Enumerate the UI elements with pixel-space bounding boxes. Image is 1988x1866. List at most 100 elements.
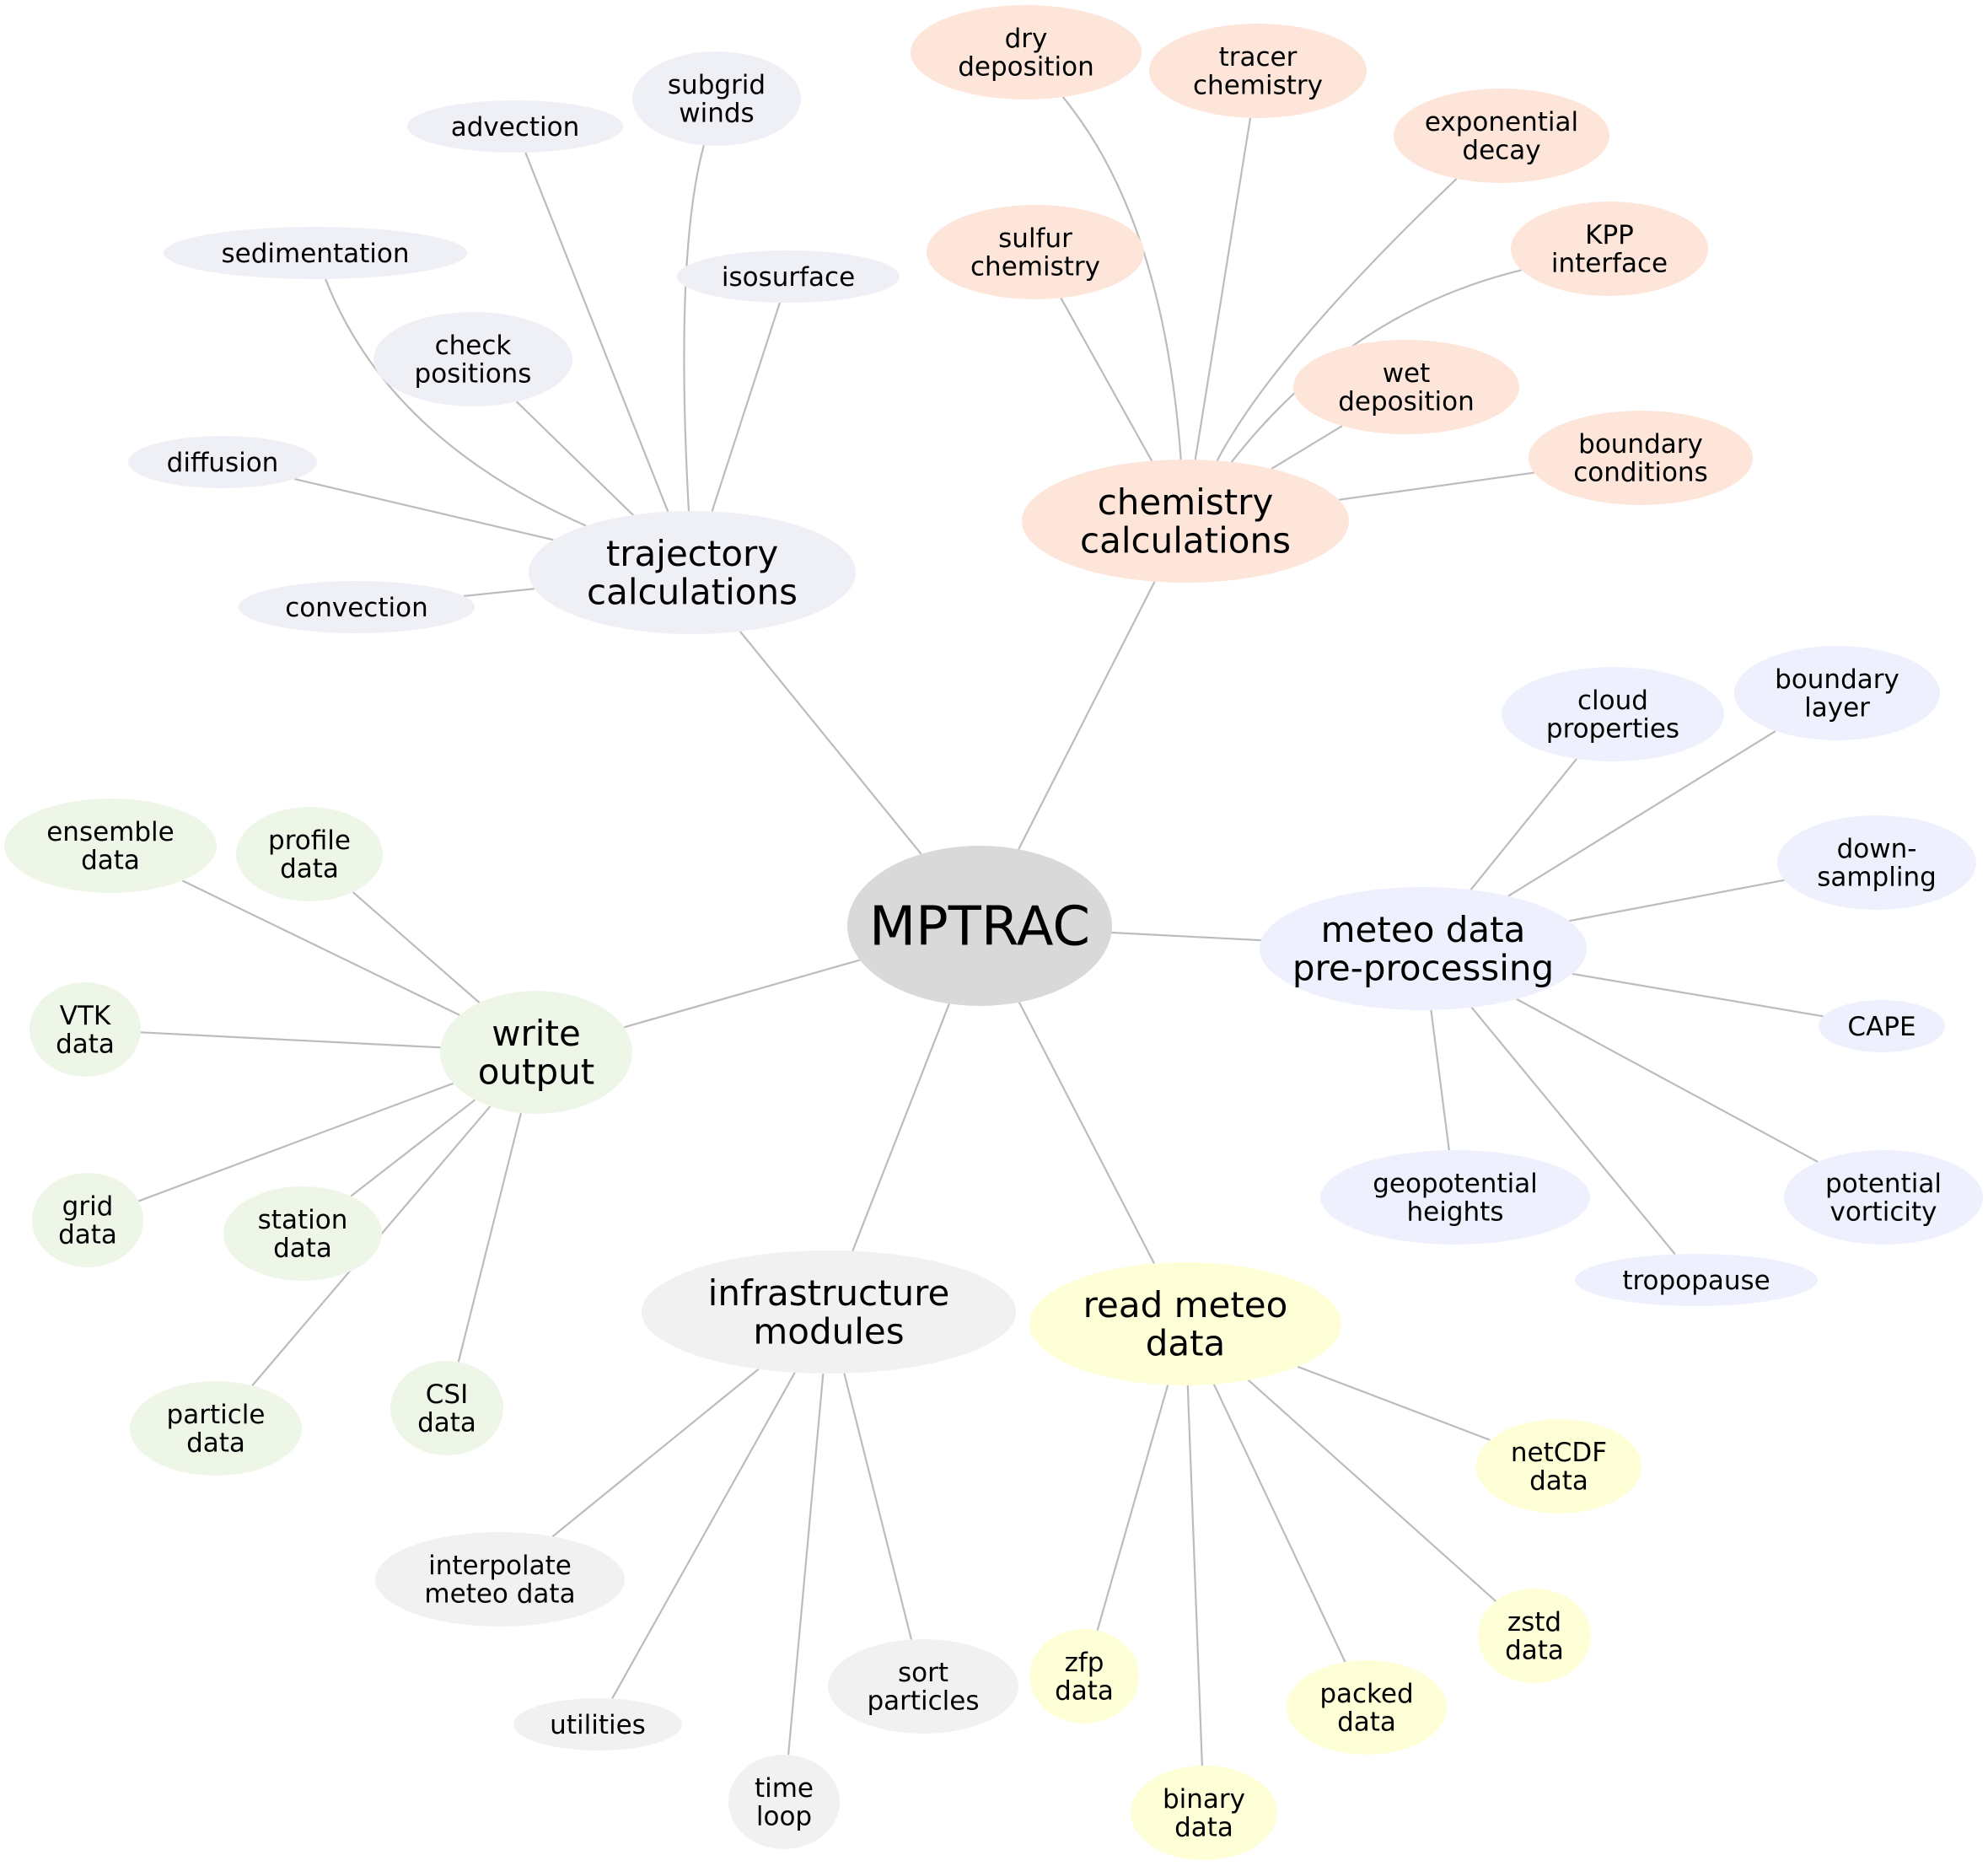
tracer-chemistry-ellipse [1149, 24, 1367, 118]
edge-meteo-preprocessing-to-boundary-layer [1507, 729, 1776, 897]
utilities-label-line: utilities [550, 1710, 646, 1740]
edge-trajectory-to-check-positions [515, 401, 634, 516]
tropopause-ellipse [1575, 1254, 1818, 1306]
leaf-node-convection: convection [239, 581, 475, 633]
kpp-interface-label-line: KPP [1585, 220, 1634, 250]
edge-meteo-preprocessing-to-tropopause [1470, 1007, 1676, 1256]
read-meteo-ellipse [1029, 1262, 1341, 1385]
binary-data-label-line: data [1174, 1813, 1233, 1843]
subgrid-winds-ellipse [632, 51, 801, 146]
grid-data-label-line: data [58, 1220, 117, 1250]
mptrac-ellipse [847, 846, 1112, 1006]
leaf-node-down-sampling: down-sampling [1777, 815, 1976, 910]
write-output-label-line: write [492, 1013, 581, 1054]
edge-mptrac-to-meteo-preprocessing [1111, 931, 1261, 942]
boundary-conditions-ellipse [1529, 411, 1753, 505]
infrastructure-label-line: modules [753, 1310, 904, 1352]
infrastructure-ellipse [642, 1250, 1016, 1374]
check-positions-label-line: positions [415, 359, 532, 390]
read-meteo-label-line: data [1146, 1322, 1226, 1363]
zfp-data-ellipse [1029, 1629, 1139, 1723]
edge-mptrac-to-chemistry [1018, 581, 1156, 850]
wet-deposition-label-line: wet [1383, 358, 1431, 389]
edge-infrastructure-to-time-loop [787, 1373, 825, 1756]
edge-trajectory-to-convection [463, 588, 535, 598]
profile-data-label-line: data [280, 854, 339, 885]
root-node-mptrac: MPTRAC [847, 846, 1112, 1006]
dry-deposition-ellipse [911, 5, 1142, 99]
edge-mptrac-to-infrastructure [852, 1003, 950, 1251]
trajectory-label-line: trajectory [606, 533, 778, 574]
tracer-chemistry-label-line: chemistry [1193, 71, 1323, 101]
exponential-decay-ellipse [1394, 89, 1609, 183]
convection-label-line: convection [285, 593, 428, 623]
packed-data-label-line: packed [1319, 1679, 1413, 1709]
edge-read-meteo-to-netcdf-data [1297, 1365, 1491, 1441]
advection-label-line: advection [451, 112, 580, 143]
packed-data-label-line: data [1337, 1707, 1396, 1738]
particle-data-label-line: data [186, 1428, 245, 1459]
mptrac-label-line: MPTRAC [869, 895, 1090, 958]
edge-write-output-to-ensemble-data [181, 879, 460, 1016]
edge-read-meteo-to-zfp-data [1096, 1385, 1169, 1631]
sort-particles-label-line: sort [898, 1658, 948, 1688]
diffusion-label-line: diffusion [167, 448, 279, 478]
vtk-data-label-line: data [56, 1030, 115, 1060]
station-data-label-line: data [273, 1234, 332, 1264]
netcdf-data-label-line: netCDF [1511, 1438, 1607, 1468]
geopotential-heights-label-line: heights [1407, 1197, 1504, 1228]
kpp-interface-ellipse [1511, 202, 1708, 296]
particle-data-ellipse [130, 1381, 302, 1476]
meteo-preprocessing-label-line: pre-processing [1292, 947, 1554, 988]
dry-deposition-label-line: deposition [958, 52, 1094, 83]
potential-vorticity-ellipse [1784, 1150, 1983, 1245]
wet-deposition-ellipse [1293, 340, 1519, 434]
boundary-layer-ellipse [1734, 646, 1940, 740]
edge-trajectory-to-isosurface [711, 302, 782, 512]
binary-data-label-line: binary [1163, 1784, 1245, 1815]
time-loop-label-line: loop [756, 1802, 812, 1832]
station-data-label-line: station [258, 1205, 348, 1235]
edge-trajectory-to-subgrid-winds [683, 145, 705, 512]
leaf-node-tropopause: tropopause [1575, 1254, 1818, 1306]
edge-chemistry-to-sulfur-chemistry [1060, 297, 1153, 462]
tracer-chemistry-label-line: tracer [1219, 42, 1298, 73]
edge-infrastructure-to-utilities [611, 1372, 796, 1699]
boundary-conditions-label-line: conditions [1573, 458, 1707, 488]
edge-read-meteo-to-binary-data [1186, 1385, 1203, 1767]
edge-mptrac-to-write-output [623, 959, 861, 1029]
dry-deposition-label-line: dry [1005, 24, 1048, 54]
infrastructure-label-line: infrastructure [708, 1272, 950, 1314]
grid-data-label-line: grid [62, 1191, 114, 1222]
cloud-properties-label-line: properties [1546, 714, 1679, 745]
packed-data-ellipse [1287, 1660, 1447, 1755]
leaf-node-advection: advection [407, 100, 623, 153]
sedimentation-ellipse [164, 227, 467, 279]
interpolate-meteo-data-label-line: interpolate [428, 1551, 572, 1581]
edge-write-output-to-grid-data [138, 1082, 454, 1202]
advection-ellipse [407, 100, 623, 153]
geopotential-heights-label-line: geopotential [1373, 1169, 1538, 1199]
exponential-decay-label-line: exponential [1425, 107, 1578, 137]
edge-read-meteo-to-packed-data [1212, 1384, 1346, 1663]
check-positions-ellipse [373, 312, 572, 406]
edge-infrastructure-to-interpolate-meteo-data [551, 1368, 760, 1538]
zstd-data-ellipse [1478, 1589, 1591, 1683]
time-loop-ellipse [728, 1755, 840, 1849]
ensemble-data-label-line: data [81, 846, 140, 876]
